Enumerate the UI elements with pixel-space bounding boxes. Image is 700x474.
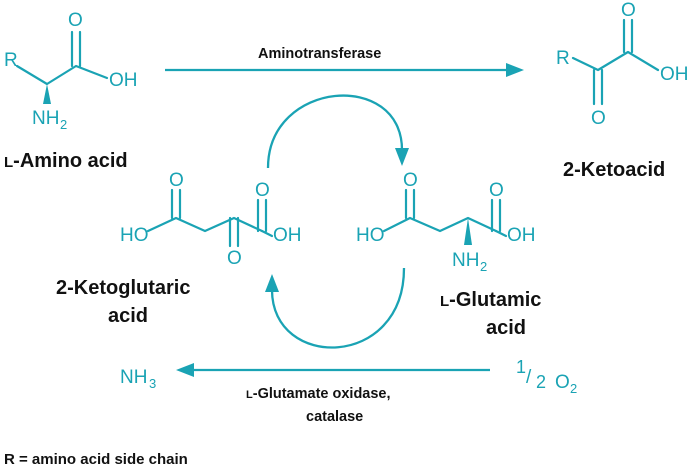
ketoglutaric-backbone-bond [146, 216, 264, 233]
ketoacid-name: 2-Ketoacid [563, 159, 665, 181]
ketoglutaric-ho: HO [120, 225, 149, 246]
amino-acid-nh2-subscript: 2 [60, 117, 67, 132]
oxidase-arrowhead [176, 363, 194, 377]
glutamic-name-line1: L-Glutamic [440, 289, 541, 311]
coupling-arrowhead-bottom [265, 274, 279, 292]
ammonia-subscript: 3 [149, 376, 156, 391]
ketoglutaric-right-o: O [255, 180, 270, 201]
ketoglutaric-keto-o: O [227, 248, 242, 269]
glutamic-ho: HO [356, 225, 385, 246]
amino-acid-nh2: NH [32, 108, 59, 129]
amino-acid-r-label: R [4, 50, 18, 71]
half-numerator: 1 [516, 357, 526, 377]
glutamic-backbone-bond [382, 216, 498, 233]
ketoacid-oh: OH [660, 64, 689, 85]
glutamic-oh: OH [507, 225, 536, 246]
amino-acid-name: L-Amino acid [4, 150, 128, 172]
ketoacid-r-label: R [556, 48, 570, 69]
ketoglutaric-left-o: O [169, 170, 184, 191]
ketoglutaric-oh-bond [260, 229, 274, 238]
ketoglutaric-oh: OH [273, 225, 302, 246]
ketoacid-keto-o: O [591, 108, 606, 129]
ketoglutaric-name-line2: acid [108, 305, 148, 327]
amino-acid-wedge-bond [43, 84, 51, 104]
glutamic-wedge-bond [464, 218, 472, 245]
glutamic-oh-bond [494, 229, 508, 238]
footnote: R = amino acid side chain [4, 451, 188, 468]
glutamic-nh2-subscript: 2 [480, 259, 487, 274]
glutamic-left-o: O [403, 170, 418, 191]
half-denominator: 2 [536, 372, 546, 392]
glutamic-nh2: NH [452, 250, 479, 271]
half-oxygen-label: 1 / 2 O 2 [516, 357, 577, 396]
coupling-arrow-bottom [270, 267, 406, 349]
amino-acid-carbonyl-o: O [68, 10, 83, 31]
aminotransferase-label: Aminotransferase [258, 46, 381, 62]
oxygen-label: O [555, 372, 570, 393]
ketoglutaric-structure: HO O O OH O [120, 170, 302, 269]
ketoacid-carbonyl-o: O [621, 0, 636, 21]
glutamic-right-o: O [489, 180, 504, 201]
amino-acid-oh: OH [109, 70, 138, 91]
half-slash: / [526, 367, 532, 388]
glutamic-structure: HO O O OH NH 2 [356, 170, 536, 274]
aminotransferase-arrowhead [506, 63, 524, 77]
ketoacid-structure: R O OH O [556, 0, 689, 129]
oxidase-label-line1: L-Glutamate oxidase, [246, 386, 391, 402]
glutamic-name-line2: acid [486, 317, 526, 339]
oxidase-label-line2: catalase [306, 409, 363, 425]
ammonia-label: NH [120, 367, 147, 388]
amino-acid-structure: R O OH NH 2 [4, 10, 138, 132]
ketoacid-backbone-bond [571, 50, 660, 72]
coupling-arrowhead-top [395, 148, 409, 166]
amino-acid-backbone-bond [15, 64, 109, 86]
coupling-arrow-top [266, 94, 404, 169]
ketoglutaric-name-line1: 2-Ketoglutaric [56, 277, 190, 299]
oxygen-subscript: 2 [570, 381, 577, 396]
